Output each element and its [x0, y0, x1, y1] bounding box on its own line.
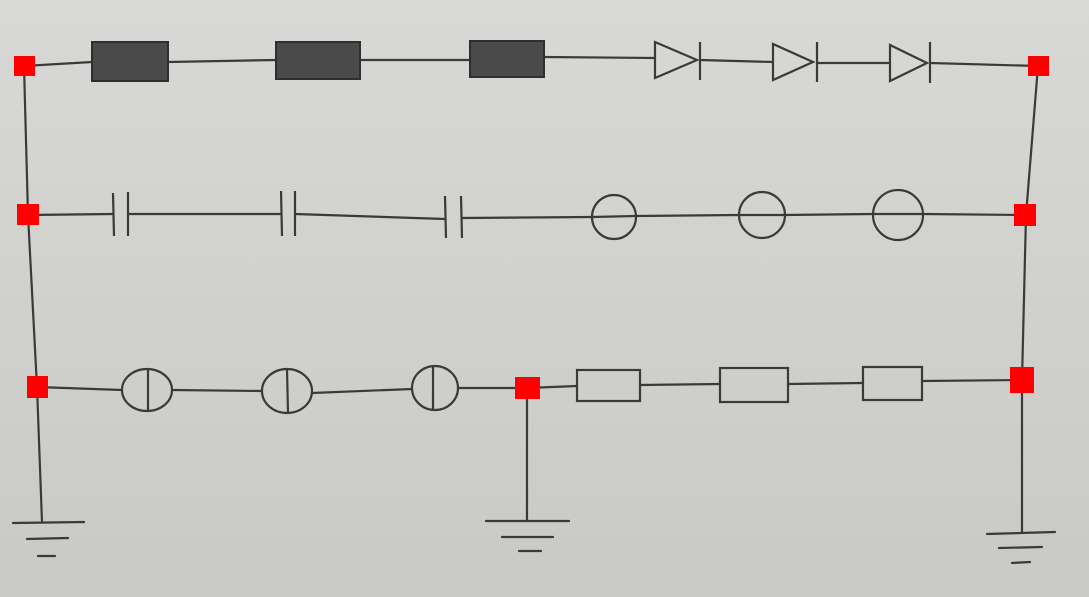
- node-marker: [1010, 367, 1034, 393]
- diode-icon: [653, 40, 702, 80]
- row-2-components: [111, 188, 925, 242]
- ground-icon: [11, 520, 86, 558]
- node-marker: [14, 56, 35, 76]
- row-3-components: [120, 364, 924, 415]
- node-marker: [1028, 56, 1049, 76]
- resistor-icon: [718, 366, 790, 404]
- left-bus-wire: [22, 64, 44, 524]
- node-marker: [1014, 204, 1036, 226]
- capacitor-icon: [443, 195, 464, 239]
- right-bus-wire: [1020, 64, 1040, 534]
- row-1-components: [91, 40, 932, 83]
- capacitor-icon: [111, 192, 130, 237]
- diode-icon: [771, 42, 819, 82]
- resistor-icon: [861, 365, 924, 402]
- row-3-wire: [35, 378, 1024, 395]
- ground-icon: [484, 519, 571, 553]
- battery-icon: [91, 41, 169, 82]
- ground-icon: [985, 530, 1057, 565]
- resistor-icon: [575, 368, 642, 403]
- node-marker: [17, 204, 39, 225]
- row-1-wire: [22, 55, 1040, 68]
- capacitor-icon: [279, 190, 297, 237]
- diode-icon: [888, 42, 932, 83]
- ac-source-icon: [120, 367, 174, 413]
- ac-source-icon: [410, 364, 460, 412]
- lamp-icon: [737, 190, 787, 240]
- node-marker: [27, 376, 48, 398]
- nodes: [14, 56, 1049, 399]
- row-2-wire: [26, 212, 1028, 221]
- node-marker: [515, 377, 540, 399]
- battery-icon: [275, 41, 361, 80]
- lamp-icon: [590, 193, 638, 241]
- battery-icon: [469, 40, 545, 78]
- lamp-icon: [871, 188, 925, 242]
- ac-source-icon: [260, 367, 314, 415]
